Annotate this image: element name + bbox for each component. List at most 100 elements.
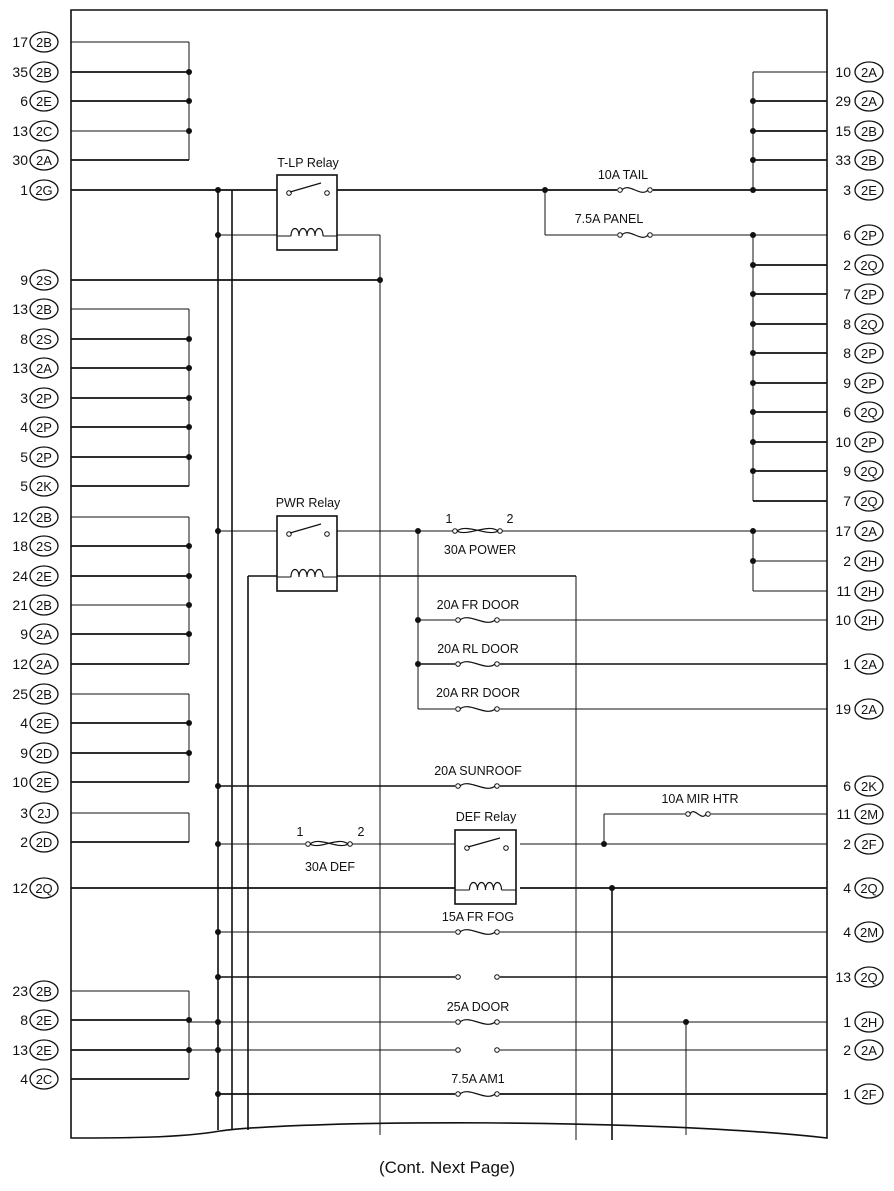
pin-number: 10	[835, 434, 851, 450]
components	[276, 174, 711, 1097]
connector-badge	[854, 149, 884, 171]
connector-badge	[854, 179, 884, 201]
pin-number: 2	[20, 834, 28, 850]
connector-id: 2K	[36, 479, 52, 494]
connector-id: 2B	[36, 302, 52, 317]
pin-number: 8	[843, 345, 851, 361]
pin-number: 17	[835, 523, 851, 539]
connector-badge	[29, 90, 59, 112]
fuse-rrdoor-element	[459, 706, 496, 712]
pin-number: 3	[20, 390, 28, 406]
junction-dot	[750, 321, 756, 327]
fuse-am1-element	[459, 1091, 496, 1097]
fuse-label-mirhtr: 10A MIR HTR	[661, 792, 738, 806]
fuse-label-door: 25A DOOR	[447, 1000, 510, 1014]
fuse-tail-terminal	[617, 187, 623, 193]
connector-id: 2A	[861, 94, 877, 109]
pwr-relay-switch	[289, 523, 322, 534]
connector-badge	[854, 283, 884, 305]
fuse-door-element	[459, 1019, 496, 1025]
junction-dot	[542, 187, 548, 193]
pin-number: 33	[835, 152, 851, 168]
pin-number: 13	[12, 301, 28, 317]
fuse-terminal-label: 2	[358, 825, 365, 839]
pin-number: 11	[836, 806, 851, 822]
connector-id: 2M	[860, 925, 878, 940]
connector-badge	[854, 833, 884, 855]
connector-badge	[854, 775, 884, 797]
fuse-door-terminal	[455, 1019, 461, 1025]
connector-badge	[29, 877, 59, 899]
connector-id: 2S	[36, 273, 52, 288]
fuse-mirhtr-element	[689, 811, 707, 817]
junction-dot	[750, 528, 756, 534]
connector-id: 2A	[36, 153, 52, 168]
fuse-rrdoor-terminal	[494, 706, 500, 712]
pin-number: 35	[12, 64, 28, 80]
pwr-relay-coil	[290, 568, 324, 578]
pin-number: 18	[12, 538, 28, 554]
tlp-relay-coil	[290, 227, 324, 237]
connector-id: 2K	[861, 779, 877, 794]
connector-id: 2E	[36, 94, 52, 109]
fuse-label-sunroof: 20A SUNROOF	[434, 764, 522, 778]
connector-badge	[854, 1011, 884, 1033]
connector-id: 2B	[36, 984, 52, 999]
pin-number: 4	[20, 419, 28, 435]
pin-number: 2	[843, 836, 851, 852]
connector-badge	[29, 31, 59, 53]
fuse-def-terminal	[347, 841, 353, 847]
connector-badge	[854, 1039, 884, 1061]
connector-badge	[854, 550, 884, 572]
connector-badge	[854, 653, 884, 675]
pin-number: 9	[20, 272, 28, 288]
fuse-door-terminal	[494, 1019, 500, 1025]
connector-id: 2Q	[35, 881, 52, 896]
junction-dot	[377, 277, 383, 283]
junction-dot	[186, 631, 192, 637]
pin-number: 10	[12, 774, 28, 790]
junction-dot	[215, 1091, 221, 1097]
fuse-label-frfog: 15A FR FOG	[442, 910, 514, 924]
fuse-terminal-label: 1	[297, 825, 304, 839]
fuse-terminal-label: 1	[446, 512, 453, 526]
connector-id: 2G	[35, 183, 52, 198]
junction-dot	[215, 841, 221, 847]
fuse-label-power: 30A POWER	[444, 543, 516, 557]
junction-dot	[186, 1017, 192, 1023]
pin-number: 12	[12, 509, 28, 525]
pin-number: 6	[843, 227, 851, 243]
left-pin-6: 9 2S	[20, 269, 59, 291]
pin-number: 10	[835, 64, 851, 80]
connector-id: 2A	[861, 524, 877, 539]
fuse-tail-element	[621, 187, 649, 193]
tlp-relay-switch	[289, 182, 322, 193]
junction-dot	[186, 543, 192, 549]
continuation-note: (Cont. Next Page)	[378, 1158, 516, 1177]
